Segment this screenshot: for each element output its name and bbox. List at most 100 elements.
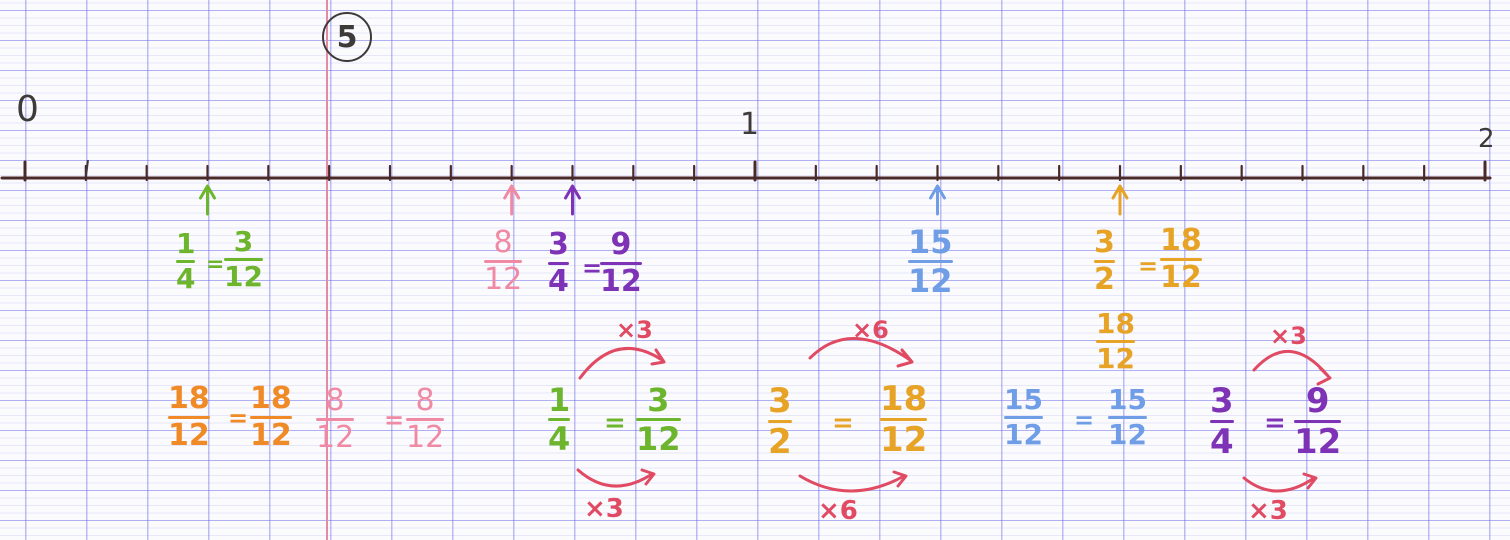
marker-green-equals: = [206, 252, 225, 277]
bottom-gold-equals: = [832, 408, 854, 438]
bottom-blue-fraction: 15 12 [1004, 386, 1043, 449]
marker-purple-fraction: 3 4 [548, 230, 569, 297]
marker-green-fraction: 1 4 [176, 227, 196, 295]
fraction-bar [168, 416, 210, 419]
bottom-pink-fraction-2: 8 12 [406, 386, 445, 453]
bottom-orange-fraction: 18 12 [168, 384, 210, 451]
numerator: 1 [176, 227, 196, 260]
numerator: 9 [1305, 381, 1330, 421]
marker-pink-fraction: 8 12 [484, 228, 523, 297]
numerator: 18 [168, 381, 210, 416]
marker-gold-equals: = [1138, 252, 1159, 280]
label-one: 1 [740, 107, 760, 142]
bottom-green-fraction-2: 3 12 [636, 384, 681, 455]
denominator: 12 [636, 420, 681, 458]
bottom-blue-fraction-2: 15 12 [1108, 386, 1147, 449]
pencil-mark [85, 159, 89, 177]
fraction-bar [768, 420, 792, 423]
denominator: 12 [224, 260, 263, 293]
denominator: 4 [176, 262, 196, 295]
arc-gold-top [808, 337, 914, 368]
bottom-gold-mult-bottom: ×6 [818, 496, 858, 526]
fraction-bar [600, 262, 642, 265]
arrow-purple [564, 184, 581, 216]
denominator: 2 [768, 422, 792, 462]
denominator: 12 [880, 420, 928, 460]
bottom-purple-fraction-2: 9 12 [1294, 381, 1342, 462]
denominator: 12 [484, 262, 523, 297]
exercise-number: 5 [322, 12, 372, 62]
marker-blue-fraction: 15 12 [908, 226, 953, 297]
fraction-bar [1108, 416, 1147, 419]
denominator: 4 [1210, 422, 1234, 462]
denominator: 12 [600, 264, 642, 299]
numerator: 9 [610, 227, 632, 262]
fraction-bar [908, 260, 953, 263]
denominator: 12 [1160, 260, 1202, 295]
bottom-purple-mult-top: ×3 [1270, 322, 1307, 350]
numerator: 3 [1094, 225, 1115, 260]
arrow-gold [1111, 184, 1129, 216]
arc-purple-bottom [1242, 472, 1318, 493]
fraction-bar [1210, 420, 1234, 423]
bottom-green-mult-bottom: ×3 [584, 494, 624, 524]
bottom-purple-mult-bottom: ×3 [1248, 496, 1288, 526]
numerator: 3 [768, 381, 792, 421]
bottom-purple-fraction: 3 4 [1210, 384, 1234, 459]
fraction-bar [636, 418, 681, 421]
denominator: 12 [908, 262, 953, 300]
denominator: 4 [548, 264, 569, 299]
arc-purple-top [1252, 349, 1332, 386]
numerator: 15 [908, 223, 953, 261]
denominator: 12 [1004, 418, 1043, 451]
denominator: 4 [548, 420, 571, 458]
numerator: 15 [1004, 383, 1043, 416]
marker-purple-equals: = [582, 254, 603, 282]
arrow-green [199, 184, 216, 216]
denominator: 12 [250, 418, 292, 453]
bottom-orange-equals: = [228, 404, 249, 432]
arc-green-bottom [576, 468, 656, 488]
bottom-green-fraction: 1 4 [548, 381, 571, 458]
fraction-bar [1096, 340, 1135, 343]
numerator: 18 [250, 381, 292, 416]
fraction-bar [1094, 260, 1115, 263]
marker-gold-fraction-3: 18 12 [1096, 310, 1135, 373]
numerator: 3 [1210, 381, 1234, 421]
denominator: 2 [1094, 262, 1115, 297]
bottom-green-mult-top: ×3 [616, 316, 653, 344]
numerator: 3 [233, 225, 254, 258]
fraction-bar [880, 418, 928, 421]
bottom-gold-fraction-2: 18 12 [880, 379, 928, 460]
bottom-orange-fraction-2: 18 12 [250, 384, 292, 451]
arrow-pink [503, 184, 521, 216]
denominator: 12 [1294, 422, 1342, 462]
label-zero: 0 [16, 89, 39, 130]
fraction-bar [548, 418, 571, 421]
numerator: 18 [880, 379, 928, 419]
bottom-green-equals: = [604, 408, 626, 438]
fraction-bar [1294, 420, 1342, 423]
bottom-pink-equals: = [384, 406, 405, 434]
bottom-blue-equals: = [1074, 406, 1095, 434]
fraction-bar [548, 262, 569, 265]
numerator: 15 [1108, 383, 1147, 416]
bottom-pink-fraction: 8 12 [316, 386, 355, 455]
fraction-bar [1004, 416, 1043, 419]
marker-gold-fraction-2: 18 12 [1160, 226, 1202, 293]
arc-green-top [578, 346, 666, 380]
denominator: 12 [316, 420, 355, 455]
bottom-gold-mult-top: ×6 [852, 316, 889, 344]
denominator: 12 [1096, 342, 1135, 375]
label-two: 2 [1478, 124, 1495, 154]
fraction-bar [406, 418, 445, 421]
marker-purple-fraction-2: 9 12 [600, 230, 642, 297]
bottom-purple-equals: = [1264, 408, 1286, 438]
numerator: 3 [647, 381, 670, 419]
bottom-gold-fraction: 3 2 [768, 384, 792, 459]
numerator: 1 [548, 381, 571, 419]
arc-gold-bottom [798, 470, 908, 493]
fraction-bar [176, 260, 196, 263]
